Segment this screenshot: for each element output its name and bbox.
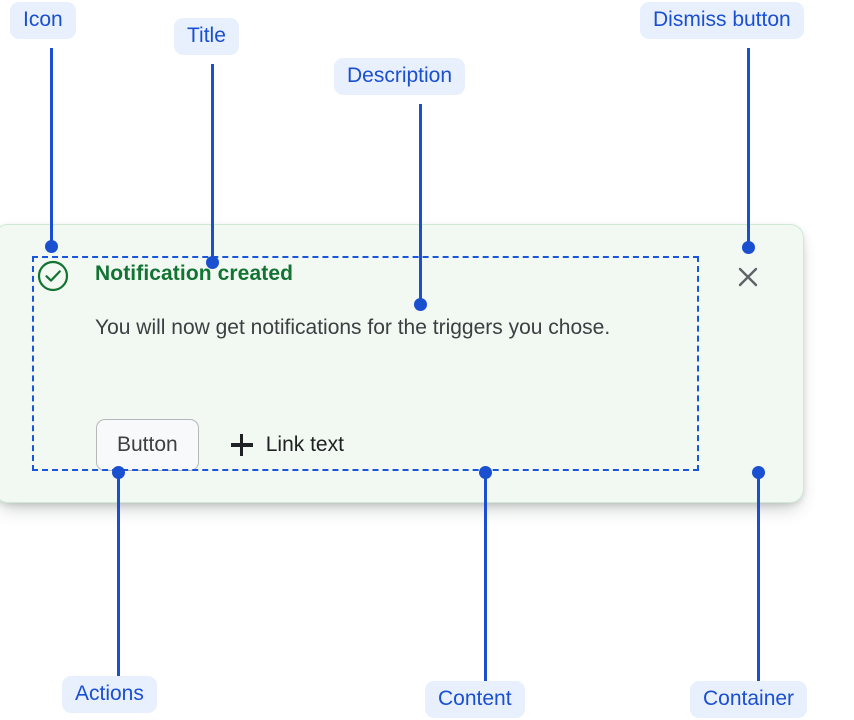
- callout-line-icon: [50, 48, 53, 244]
- dismiss-button[interactable]: [731, 260, 765, 294]
- action-link[interactable]: Link text: [230, 433, 344, 457]
- action-button[interactable]: Button: [96, 419, 199, 471]
- notification-actions: Button Link text: [96, 419, 344, 471]
- callout-label-description: Description: [334, 58, 466, 96]
- notification-title: Notification created: [95, 262, 294, 285]
- callout-label-content: Content: [425, 681, 525, 719]
- plus-icon: [230, 434, 253, 456]
- callout-label-dismiss: Dismiss button: [640, 2, 804, 40]
- callout-line-description: [419, 104, 422, 302]
- callout-dot-title: [206, 256, 219, 269]
- callout-dot-dismiss: [742, 241, 755, 254]
- callout-label-container: Container: [690, 681, 808, 719]
- callout-line-actions: [117, 472, 120, 676]
- callout-dot-icon: [45, 240, 58, 253]
- callout-label-icon: Icon: [10, 2, 76, 40]
- callout-label-actions: Actions: [62, 676, 157, 714]
- callout-dot-description: [414, 298, 427, 311]
- action-link-label: Link text: [265, 433, 344, 456]
- notification-description: You will now get notifications for the t…: [95, 316, 611, 339]
- callout-line-container: [757, 472, 760, 681]
- callout-label-title: Title: [174, 18, 239, 56]
- callout-line-dismiss: [747, 48, 750, 245]
- check-circle-icon: [37, 260, 69, 292]
- callout-line-title: [211, 64, 214, 260]
- callout-line-content: [484, 472, 487, 681]
